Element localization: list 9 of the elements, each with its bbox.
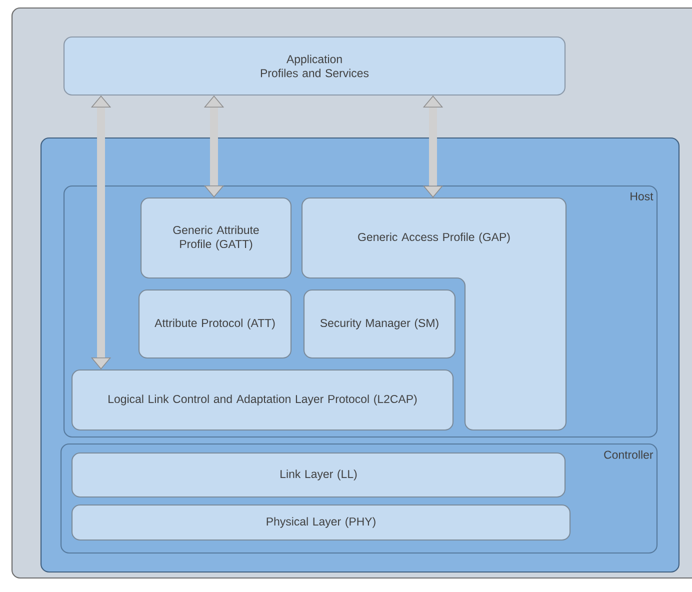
double-arrow: [90, 96, 112, 370]
layer-box: Physical Layer (PHY): [71, 504, 571, 541]
layer-box: Security Manager (SM): [303, 289, 456, 359]
layer-box: Link Layer (LL): [71, 452, 566, 498]
layer-box: Logical Link Control and Adaptation Layer Protocol (L2CAP): [71, 369, 454, 431]
layer-box: Generic Attribute Profile (GATT): [140, 197, 292, 279]
layer-box: Attribute Protocol (ATT): [138, 289, 292, 359]
layer-box: Application Profiles and Services: [63, 36, 566, 96]
double-arrow: [204, 96, 224, 198]
